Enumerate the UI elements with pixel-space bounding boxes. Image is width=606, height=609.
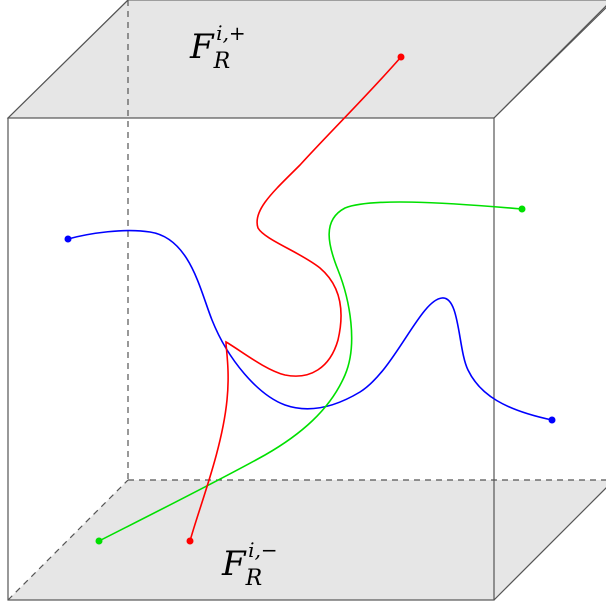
blue-curve-endpoint-left	[64, 235, 72, 243]
bottom-face-label: FRi,−	[221, 538, 278, 591]
top-face-label: FRi,+	[189, 21, 246, 74]
red-curve-endpoint-bottom	[186, 537, 194, 545]
top-face-label-base: F	[189, 27, 215, 67]
bottom-face-label-superscript: i,−	[248, 538, 278, 562]
red-curve	[189, 56, 402, 542]
blue-curve	[67, 229, 553, 421]
top-face-label-superscript: i,+	[216, 21, 246, 45]
green-curve	[98, 201, 523, 542]
bottom-face-label-subscript: R	[245, 566, 263, 591]
top-face	[6, 0, 606, 119]
red-curve-endpoint-top	[397, 53, 405, 61]
front-face-outline	[7, 117, 495, 601]
top-right-diagonal-edge	[493, 5, 606, 119]
blue-curve-endpoint-right	[548, 416, 556, 424]
bottom-right-diagonal-edge	[493, 487, 606, 601]
green-curve-endpoint-right	[518, 205, 526, 213]
bottom-face-label-base: F	[221, 544, 247, 584]
green-curve-endpoint-bottom	[95, 537, 103, 545]
top-face-label-subscript: R	[213, 49, 231, 74]
bottom-face	[8, 480, 606, 600]
top-left-diagonal-edge	[7, 0, 129, 119]
